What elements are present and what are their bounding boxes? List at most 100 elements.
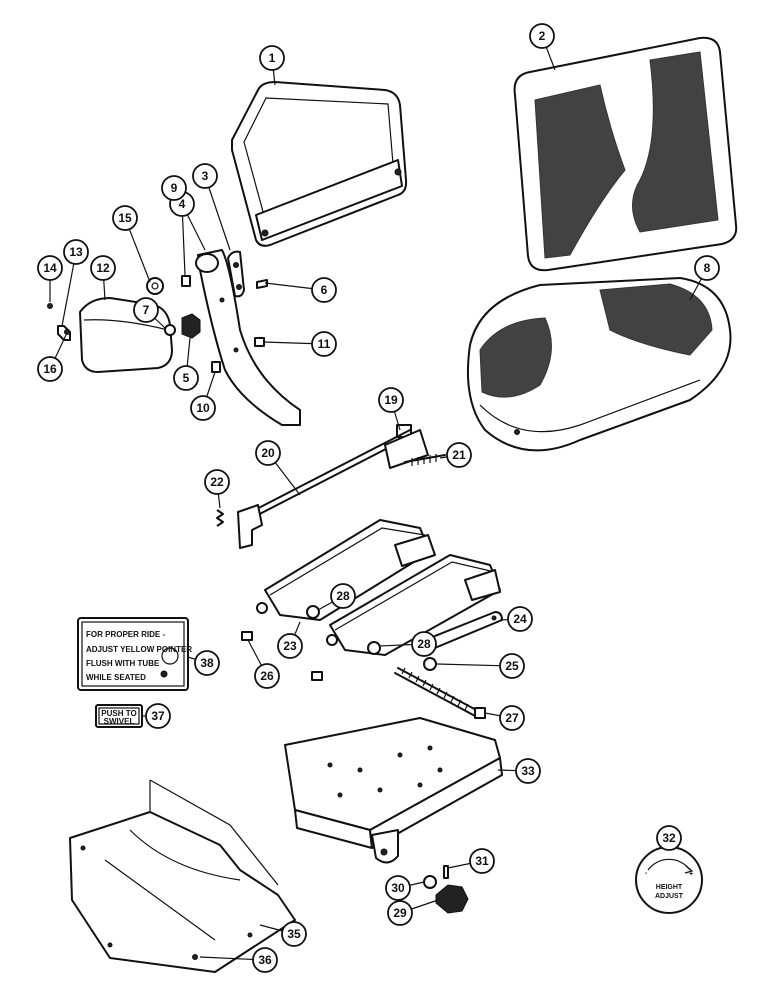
callout-number: 8 bbox=[704, 261, 711, 275]
callout-number: 13 bbox=[69, 245, 83, 259]
callout-circle bbox=[63, 239, 89, 265]
callout-circle bbox=[112, 205, 138, 231]
callout-circle bbox=[694, 255, 720, 281]
callout-circle bbox=[90, 255, 116, 281]
callout-20: 20 bbox=[255, 440, 281, 466]
leader-line-3 bbox=[204, 175, 231, 251]
callout-circle bbox=[311, 277, 337, 303]
callout-26: 26 bbox=[254, 663, 280, 689]
height-knob-assembly bbox=[423, 865, 469, 914]
callout-number: 31 bbox=[475, 854, 489, 868]
callout-25: 25 bbox=[499, 653, 525, 679]
screw-10 bbox=[211, 361, 221, 373]
callout-circle bbox=[254, 663, 280, 689]
roller-28-lower bbox=[367, 641, 381, 655]
ride-decal-line2: ADJUST YELLOW POINTER bbox=[86, 645, 192, 654]
screw-26a bbox=[241, 631, 253, 641]
callout-number: 25 bbox=[505, 659, 519, 673]
pin-31 bbox=[443, 865, 449, 879]
callout-number: 7 bbox=[143, 303, 150, 317]
callout-number: 27 bbox=[505, 711, 519, 725]
callout-number: 28 bbox=[417, 637, 431, 651]
callout-circle bbox=[281, 921, 307, 947]
nut-25 bbox=[423, 657, 437, 671]
callout-number: 11 bbox=[318, 337, 331, 351]
callout-3: 3 bbox=[192, 163, 218, 189]
callout-number: 24 bbox=[513, 612, 527, 626]
swivel-base-plate bbox=[284, 717, 503, 864]
callout-33: 33 bbox=[515, 758, 541, 784]
callout-circle bbox=[277, 633, 303, 659]
callout-11: 11 bbox=[311, 331, 337, 357]
callout-number: 28 bbox=[336, 589, 350, 603]
callout-circle bbox=[330, 583, 356, 609]
callout-circle bbox=[190, 395, 216, 421]
washer-30 bbox=[423, 875, 437, 889]
screw-14 bbox=[47, 303, 53, 309]
callout-circle bbox=[192, 163, 218, 189]
callout-23: 23 bbox=[277, 633, 303, 659]
small-hardware bbox=[47, 275, 412, 527]
callout-circle bbox=[499, 705, 525, 731]
callout-30: 30 bbox=[385, 875, 411, 901]
seat-back-shell bbox=[231, 81, 408, 247]
callout-circle bbox=[255, 440, 281, 466]
dial-minus: - bbox=[645, 870, 648, 877]
callout-circle bbox=[387, 900, 413, 926]
callout-28: 28 bbox=[411, 631, 437, 657]
callout-circle bbox=[515, 758, 541, 784]
screw-26b bbox=[311, 671, 323, 681]
callout-number: 5 bbox=[183, 371, 190, 385]
callout-19: 19 bbox=[378, 387, 404, 413]
callout-circle bbox=[411, 631, 437, 657]
dial-plus: + bbox=[689, 871, 693, 878]
callout-circle bbox=[37, 255, 63, 281]
callout-circle bbox=[656, 825, 682, 851]
spring-22 bbox=[216, 509, 224, 527]
callout-37: 37 bbox=[145, 703, 171, 729]
callout-circle bbox=[507, 606, 533, 632]
height-adjust-decal: - + HEIGHT ADJUST bbox=[635, 846, 703, 914]
callout-number: 20 bbox=[261, 446, 275, 460]
callout-number: 12 bbox=[96, 261, 110, 275]
callout-number: 15 bbox=[118, 211, 132, 225]
callout-circle bbox=[204, 469, 230, 495]
screw-16 bbox=[64, 329, 70, 335]
swivel-decal: PUSH TO SWIVEL bbox=[95, 704, 143, 728]
callout-number: 29 bbox=[393, 906, 407, 920]
callout-number: 3 bbox=[202, 169, 209, 183]
callout-1: 1 bbox=[259, 45, 285, 71]
callout-15: 15 bbox=[112, 205, 138, 231]
callout-number: 37 bbox=[151, 709, 165, 723]
callout-number: 32 bbox=[662, 831, 676, 845]
callout-29: 29 bbox=[387, 900, 413, 926]
callout-22: 22 bbox=[204, 469, 230, 495]
callout-2: 2 bbox=[529, 23, 555, 49]
callout-number: 33 bbox=[521, 764, 535, 778]
callout-number: 38 bbox=[200, 656, 214, 670]
callout-circle bbox=[311, 331, 337, 357]
callout-circle bbox=[145, 703, 171, 729]
callout-circle bbox=[499, 653, 525, 679]
callout-36: 36 bbox=[252, 947, 278, 973]
callout-27: 27 bbox=[499, 705, 525, 731]
callout-circle bbox=[133, 297, 159, 323]
seat-back-cushion bbox=[513, 36, 738, 272]
callout-28: 28 bbox=[330, 583, 356, 609]
callout-number: 36 bbox=[258, 953, 272, 967]
callout-circle bbox=[529, 23, 555, 49]
nut-7 bbox=[164, 324, 176, 336]
screw-6 bbox=[256, 279, 268, 289]
callout-number: 4 bbox=[179, 197, 186, 211]
callout-number: 14 bbox=[43, 261, 57, 275]
callout-14: 14 bbox=[37, 255, 63, 281]
callout-12: 12 bbox=[90, 255, 116, 281]
callout-number: 10 bbox=[196, 401, 210, 415]
nut-11 bbox=[254, 337, 265, 347]
callout-6: 6 bbox=[311, 277, 337, 303]
callout-13: 13 bbox=[63, 239, 89, 265]
screw-36 bbox=[192, 954, 198, 960]
callout-24: 24 bbox=[507, 606, 533, 632]
